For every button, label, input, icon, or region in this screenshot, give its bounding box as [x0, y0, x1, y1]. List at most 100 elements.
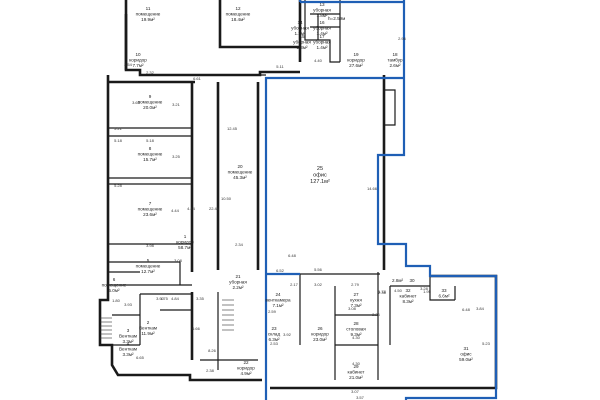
ceiling-height-label: h=2.59м — [328, 16, 345, 21]
room-label-30: 30 — [409, 278, 415, 283]
room-number: 21 — [235, 274, 241, 279]
dimension-label: 2.17 — [290, 282, 299, 287]
highlighted-area — [264, 0, 498, 400]
room-number: 9 — [149, 94, 152, 99]
room-type: помещение — [136, 263, 161, 268]
dimension-label: 1.80 — [112, 298, 121, 303]
room-type: помещение — [228, 169, 253, 174]
room-number: 8 — [149, 146, 152, 151]
room-area: 1.4м² — [316, 45, 328, 50]
dimension-label: 2.54 — [124, 62, 133, 67]
dimension-label: 3.08 — [348, 306, 357, 311]
room-area: 1.3м² — [294, 31, 306, 36]
room-type: помещение — [136, 11, 161, 16]
room-number: 1 — [184, 234, 187, 239]
dimension-label: 6.61 — [193, 76, 202, 81]
room-number: 19 — [353, 52, 359, 57]
dimension-label: 3.28 — [420, 286, 429, 291]
room-area: 12.7м² — [141, 269, 155, 274]
dimension-label: 2.53 — [270, 341, 279, 346]
dimension-label: 12.45 — [227, 126, 238, 131]
dimension-label: 5.18 — [114, 138, 123, 143]
room-area: 6.3м² — [268, 337, 280, 342]
room-area: 3.3м² — [122, 339, 134, 344]
room-area: 7.7м² — [132, 63, 144, 68]
dimension-label: 3.07 — [351, 389, 360, 394]
room-area: 58.7м² — [178, 245, 192, 250]
room-area: 11.9м² — [141, 331, 155, 336]
dimension-label: 2.38 — [206, 368, 215, 373]
room-type: офис — [460, 351, 472, 356]
room-type: коридор — [129, 57, 147, 62]
room-area: 2.2м² — [232, 285, 244, 290]
room-number: 13 — [319, 2, 325, 7]
room-number: 18 — [392, 52, 398, 57]
room-number: 22 — [243, 360, 249, 365]
dimension-label: 2.34 — [235, 242, 244, 247]
dimension-label: 10.50 — [221, 196, 232, 201]
dimension-label: 4.44 — [187, 206, 196, 211]
room-type: уборная — [313, 7, 331, 12]
room-type: уборная — [313, 25, 331, 30]
dimension-label: 1.78 — [378, 289, 387, 294]
room-type: тамбур — [387, 57, 402, 62]
room-number: 32 — [405, 288, 411, 293]
dimension-label: 3.25 — [172, 154, 181, 159]
room-number: 7 — [149, 201, 152, 206]
dimension-label: 3.84 — [476, 306, 485, 311]
room-number: 17 — [319, 34, 325, 39]
room-type: коридор — [237, 365, 255, 370]
room-type: Венткам — [119, 346, 137, 351]
dimension-label: 3.21 — [172, 102, 181, 107]
dimension-label: 4.50 — [394, 288, 403, 293]
room-type: помещение — [138, 99, 163, 104]
dimension-label: 3.90 — [156, 296, 165, 301]
dimension-label: 3.57 — [356, 395, 365, 400]
room-area: 9.3м² — [350, 332, 362, 337]
room-number: 11 — [146, 6, 151, 11]
dimension-label: 6.48 — [288, 253, 297, 258]
room-number: 30 — [409, 278, 415, 283]
dimension-label: 8.26 — [208, 348, 217, 353]
room-area: 127.1м² — [310, 179, 330, 185]
room-30-area: 2.8м² — [392, 278, 404, 283]
stairs-left — [100, 317, 112, 339]
room-type: помещение — [102, 282, 127, 287]
room-area: 3.3м² — [122, 352, 134, 357]
room-label-33: 336.6м² — [438, 288, 450, 298]
room-type: уборная — [291, 25, 309, 30]
dimension-label: 4.30 — [352, 335, 361, 340]
room-type: венткамера — [265, 297, 291, 302]
dimension-label: 6.66 — [192, 326, 201, 331]
room-area: 21.0м² — [349, 375, 363, 380]
room-type: Венткам — [119, 333, 137, 338]
room-type: коридор — [347, 57, 365, 62]
room-area: 1.3м² — [296, 45, 308, 50]
room-area: 59.0м² — [459, 357, 473, 362]
room-type: склад — [268, 331, 281, 336]
